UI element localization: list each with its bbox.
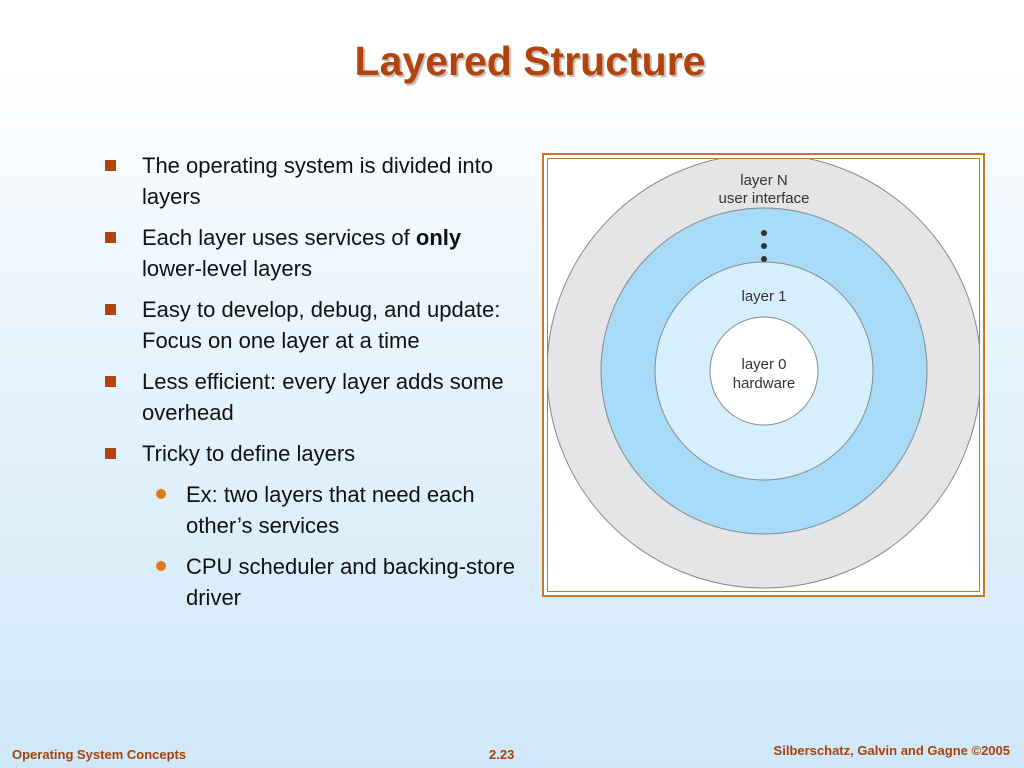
bullet-text: Easy to develop, debug, and update: Focu…: [142, 297, 501, 353]
layer-diagram: layer N user interface layer 1 layer 0 h…: [547, 158, 980, 592]
sub-bullet-list: Ex: two layers that need each other’s se…: [142, 479, 520, 613]
slide-title: Layered Structure: [354, 38, 706, 84]
bullet-emphasis: only: [415, 225, 462, 250]
sub-bullet-item: CPU scheduler and backing-store driver: [142, 551, 520, 613]
layer-n-label: layer N: [740, 172, 788, 189]
bullet-text: Less efficient: every layer adds some ov…: [142, 369, 504, 425]
round-bullet-icon: [156, 489, 166, 499]
bullet-item: Tricky to define layers Ex: two layers t…: [100, 438, 520, 613]
bullet-item: Each layer uses services of only lower-l…: [100, 222, 520, 284]
layer-0-label: layer 0: [741, 356, 786, 373]
layer-1-label: layer 1: [741, 288, 786, 305]
sub-bullet-item: Ex: two layers that need each other’s se…: [142, 479, 520, 541]
footer-slide-number: 2.23: [489, 747, 515, 762]
bullet-item: Easy to develop, debug, and update: Focu…: [100, 294, 520, 356]
ellipsis-dot-icon: [761, 230, 767, 236]
square-bullet-icon: [105, 448, 116, 459]
sub-bullet-text: CPU scheduler and backing-store driver: [186, 554, 515, 610]
round-bullet-icon: [156, 561, 166, 571]
layer-n-sublabel: user interface: [719, 190, 810, 207]
square-bullet-icon: [105, 160, 116, 171]
sub-bullet-text: Ex: two layers that need each other’s se…: [186, 482, 475, 538]
layer-diagram-svg: layer N user interface layer 1 layer 0 h…: [548, 159, 979, 589]
square-bullet-icon: [105, 232, 116, 243]
layer-0-sublabel: hardware: [733, 375, 796, 392]
footer-course-title: Operating System Concepts: [12, 747, 187, 762]
bullet-text: Tricky to define layers: [142, 441, 356, 466]
ellipsis-dot-icon: [761, 256, 767, 262]
bullet-text-part: lower-level layers: [142, 256, 312, 281]
layer-diagram-frame: layer N user interface layer 1 layer 0 h…: [542, 153, 985, 597]
bullet-item: The operating system is divided into lay…: [100, 150, 520, 212]
bullet-item: Less efficient: every layer adds some ov…: [100, 366, 520, 428]
ellipsis-dot-icon: [761, 243, 767, 249]
square-bullet-icon: [105, 376, 116, 387]
bullet-list: The operating system is divided into lay…: [100, 150, 520, 623]
layer-0-core: [709, 316, 819, 426]
square-bullet-icon: [105, 304, 116, 315]
bullet-text: The operating system is divided into lay…: [142, 153, 493, 209]
footer-copyright: Silberschatz, Galvin and Gagne ©2005: [773, 743, 1010, 758]
bullet-text-part: Each layer uses services of: [142, 225, 416, 250]
